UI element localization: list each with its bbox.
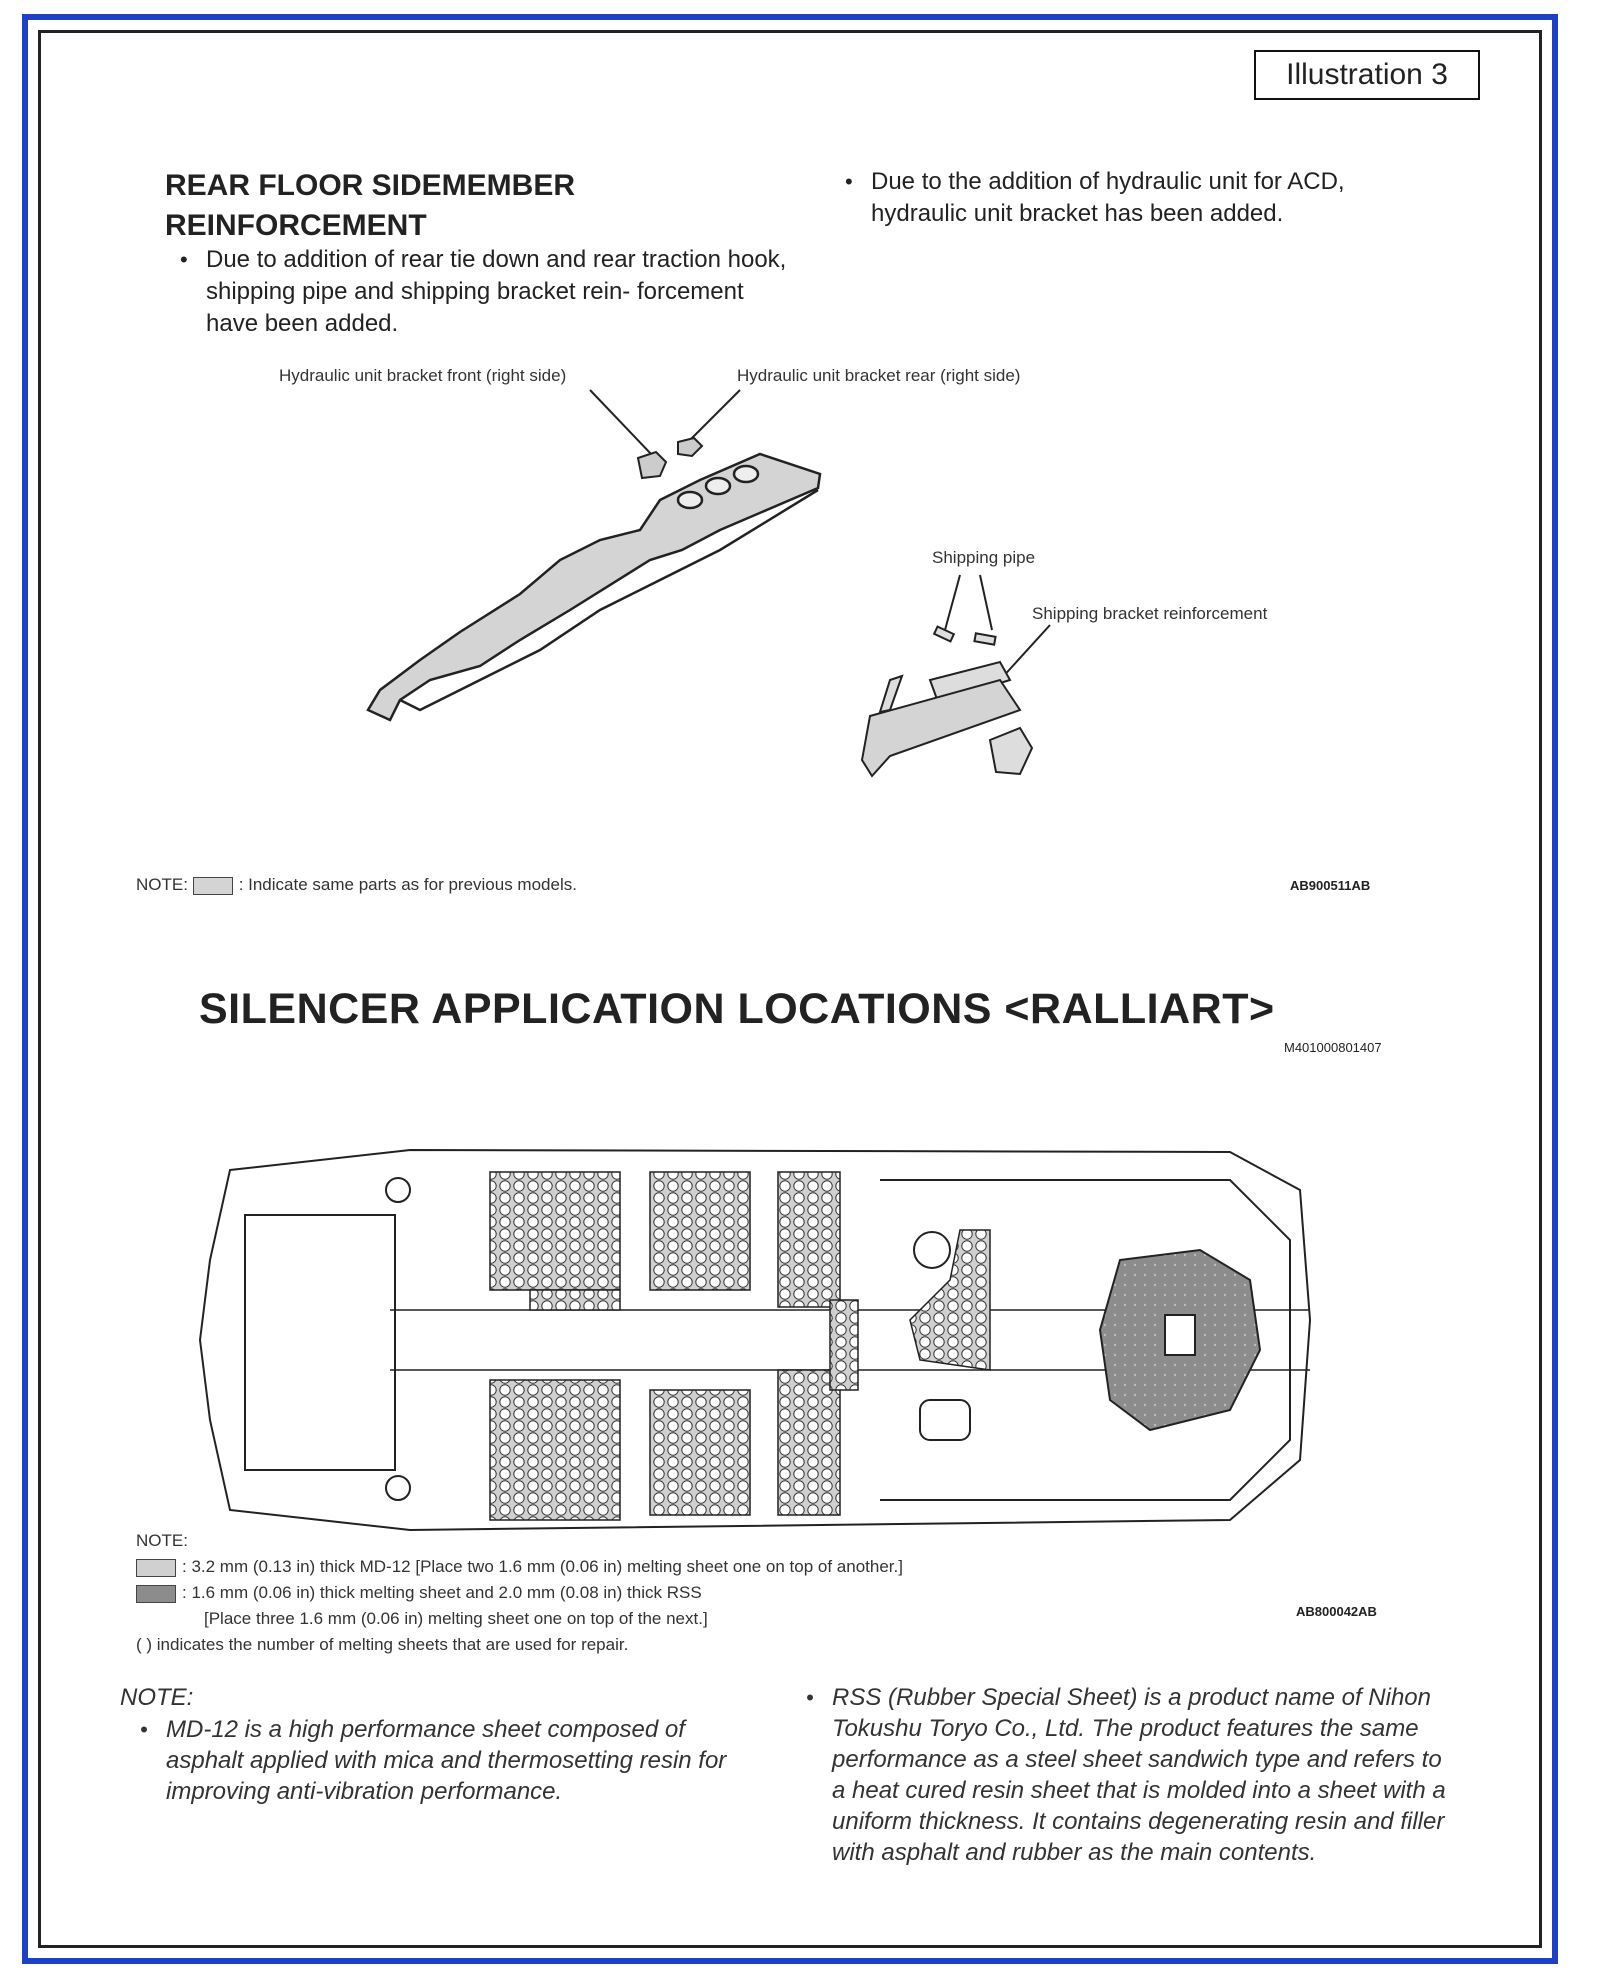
md12-swatch [136,1558,176,1577]
bullet-dot: • [845,169,853,194]
rss-swatch [136,1584,176,1603]
bottom-note-md12-text: MD-12 is a high performance sheet compos… [166,1716,727,1805]
leader-line-front [589,389,653,456]
label-shipping-bracket-reinforcement: Shipping bracket reinforcement [1032,604,1268,623]
silencer-code: AB800042AB [1296,1604,1377,1619]
bottom-note-rss-text: RSS (Rubber Special Sheet) is a product … [832,1684,1446,1866]
silencer-note-heading: NOTE: [136,1531,188,1550]
label-shipping-pipe: Shipping pipe [932,548,1036,567]
diagram1-code: AB900511AB [1290,878,1371,893]
shipping-bracket-reinforcement [928,660,1012,704]
bottom-note-heading: NOTE: [120,1684,194,1711]
shipping-pipe-1 [932,625,956,643]
note-prefix: NOTE: [136,875,188,894]
bullet-dot: • [140,1717,148,1742]
silencer-note-rss: : 1.6 mm (0.06 in) thick melting sheet a… [136,1580,702,1606]
page-border-blue [22,14,1558,1964]
sidemember-diagram [366,389,1051,778]
note-md12-text: : 3.2 mm (0.13 in) thick MD-12 [Place tw… [182,1557,903,1576]
title-line-2: REINFORCEMENT [165,209,427,242]
note-rss-text-1: : 1.6 mm (0.06 in) thick melting sheet a… [182,1583,702,1602]
hydraulic-brackets [636,436,704,480]
silencer-note-paren: ( ) indicates the number of melting shee… [136,1635,629,1654]
shipping-parts [860,574,1051,778]
rear-floor-sidemember [366,452,822,722]
diagram1-note: NOTE: : Indicate same parts as for previ… [136,872,577,898]
car-floor-diagram [198,1148,1312,1532]
previous-model-swatch [192,876,233,895]
title-line-1: REAR FLOOR SIDEMEMBER [165,169,576,202]
page-border-inner [38,30,1542,1948]
bullet-left: • Due to addition of rear tie down and r… [180,244,800,340]
bottom-note-md12: • MD-12 is a high performance sheet comp… [140,1714,760,1807]
label-bracket-rear: Hydraulic unit bracket rear (right side) [737,366,1021,385]
md12-patches [489,1171,991,1521]
silencer-ref-code: M401000801407 [1284,1040,1382,1055]
bullet-left-text: Due to addition of rear tie down and rea… [206,246,787,337]
silencer-title: SILENCER APPLICATION LOCATIONS <RALLIART… [199,985,1275,1033]
bullet-dot: • [806,1685,814,1710]
rss-patch [1098,1248,1262,1432]
note-text: : Indicate same parts as for previous mo… [238,875,577,894]
illustration-label: Illustration 3 [1254,50,1480,100]
silencer-note-rss-line2: [Place three 1.6 mm (0.06 in) melting sh… [204,1609,708,1628]
bullet-right: • Due to the addition of hydraulic unit … [845,166,1435,230]
bottom-note-rss: • RSS (Rubber Special Sheet) is a produc… [806,1682,1446,1868]
section-title-rear-floor: REAR FLOOR SIDEMEMBER REINFORCEMENT [165,166,685,246]
leader-line-rear [689,389,741,441]
bullet-right-text: Due to the addition of hydraulic unit fo… [871,168,1345,227]
label-bracket-front: Hydraulic unit bracket front (right side… [279,366,567,385]
bullet-dot: • [180,247,188,272]
shipping-pipe-2 [973,632,997,646]
silencer-note-md12: : 3.2 mm (0.13 in) thick MD-12 [Place tw… [136,1554,903,1580]
